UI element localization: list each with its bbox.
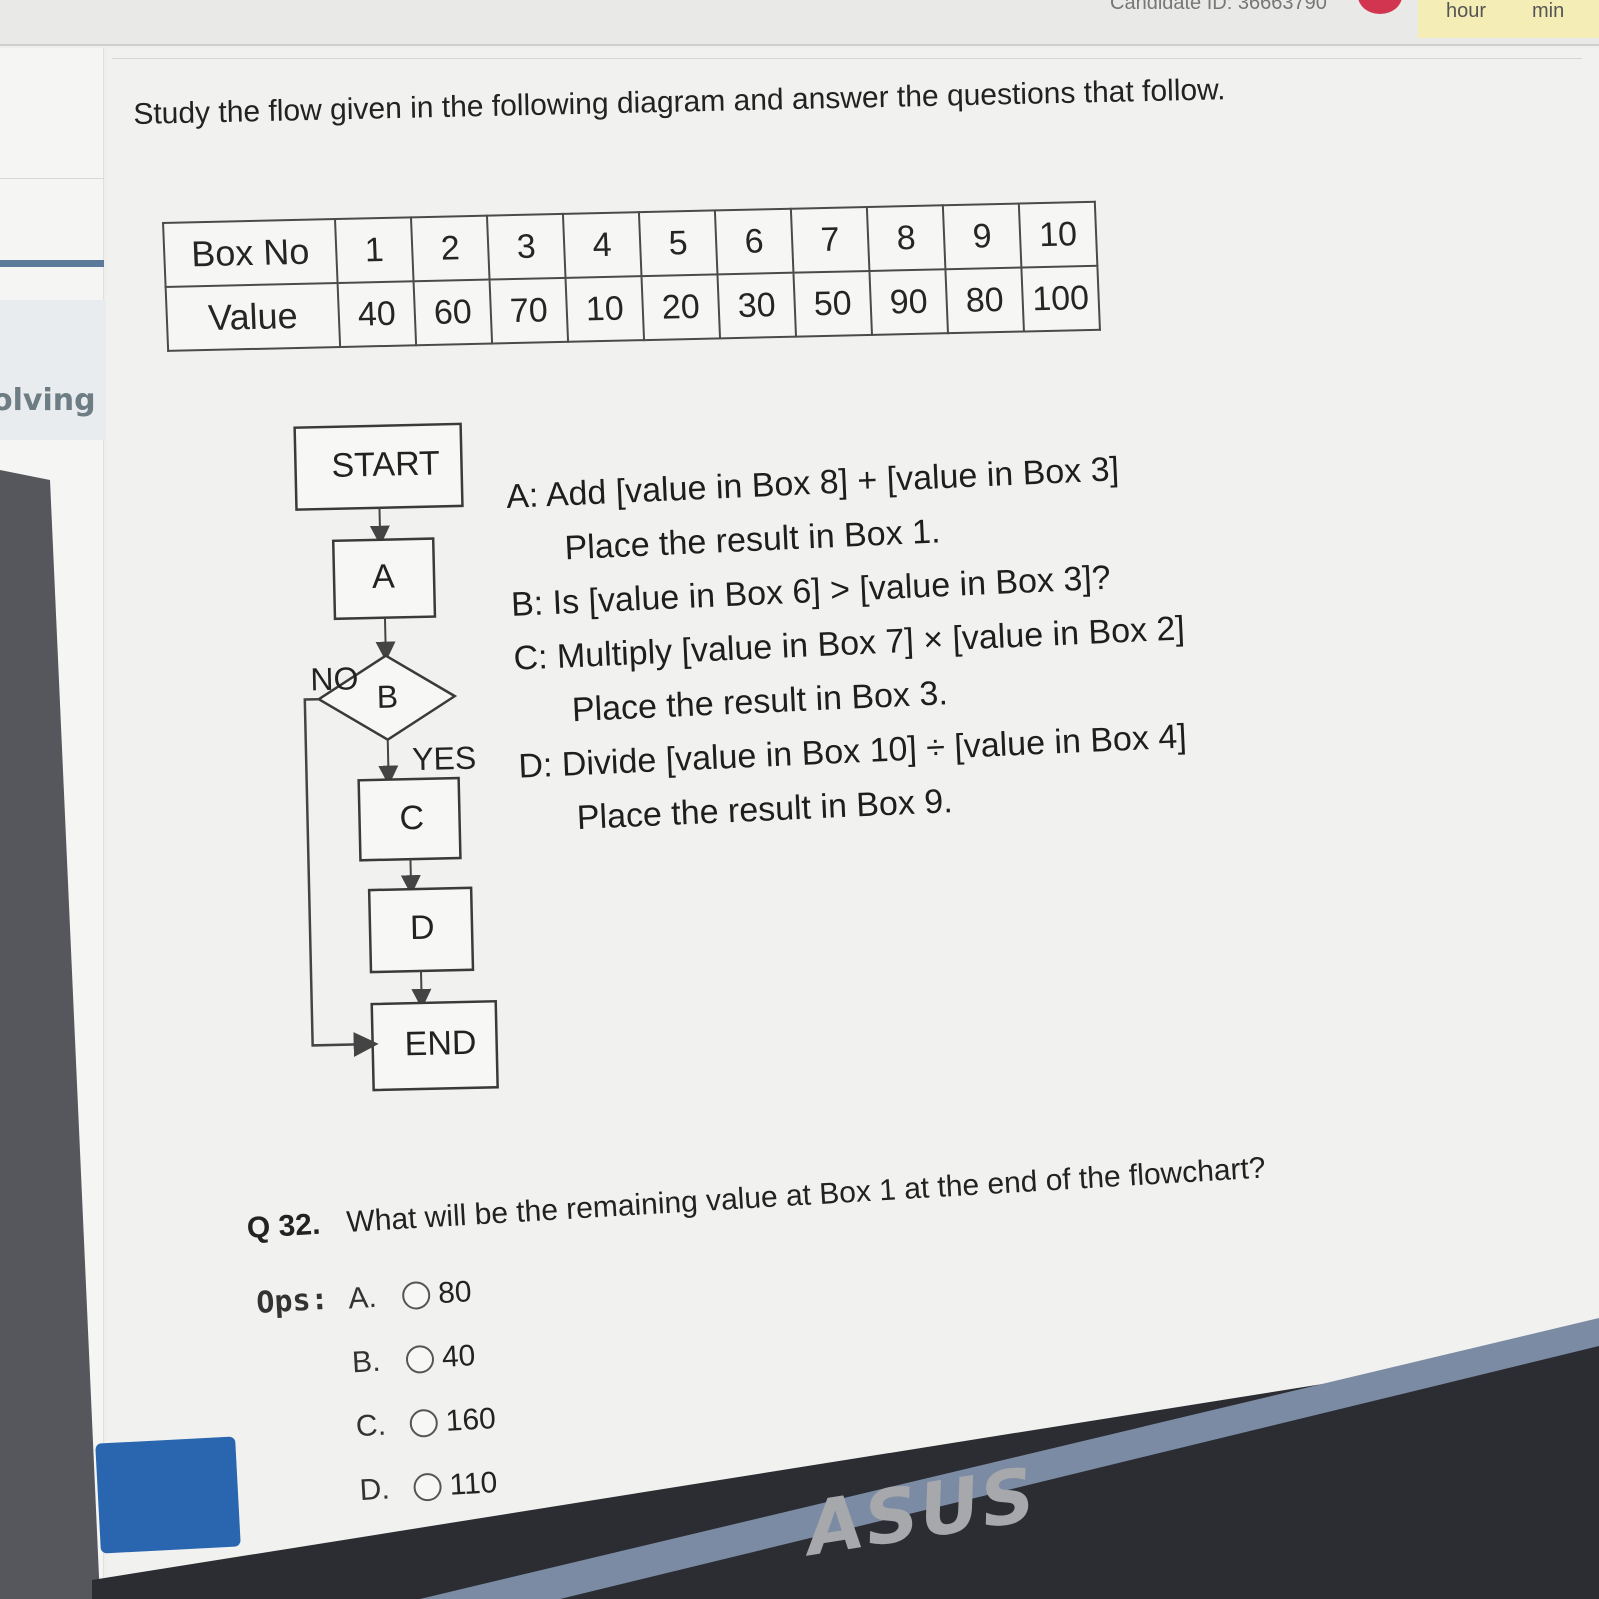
table-cell: 3 [486,213,566,280]
table-cell: 20 [641,274,721,341]
arrow-start-a [369,507,390,546]
navigation-button[interactable] [95,1436,241,1554]
sidebar-divider [0,178,104,179]
start-label: START [331,444,441,485]
timer: hour min [1418,0,1599,38]
end-label: END [404,1023,477,1064]
sidebar-active-bar [0,260,104,267]
table-cell: 70 [489,277,569,344]
table-cell: 2 [410,215,490,282]
yes-label: YES [411,739,477,778]
candidate-id: Candidate ID: 36663790 [1110,0,1327,14]
option-letter: D. [358,1472,391,1508]
b-label: B [376,678,399,715]
sidebar [0,48,104,1599]
table-cell: 60 [413,279,493,346]
table-cell: 8 [866,205,946,271]
option-letter: A. [347,1280,378,1316]
top-bar: Candidate ID: 36663790 hour min [0,0,1599,46]
table-row-header: Box No [163,219,338,287]
radio-button[interactable] [405,1344,435,1375]
no-label: NO [309,660,359,698]
table-cell: 9 [942,203,1022,270]
table-cell: 10 [1018,201,1098,268]
panel-divider [112,58,1582,59]
arrow-no-path [303,697,379,1057]
d-label: D [409,908,436,948]
timer-hour-label: hour [1446,0,1487,22]
flowchart-shapes [293,422,499,1092]
arrow-b-c [378,739,399,786]
a-label: A [371,557,396,596]
status-indicator [1358,0,1402,14]
table-cell: 6 [714,208,794,275]
table-cell: 100 [1021,265,1100,332]
arrow-d-end [411,970,432,1009]
table-row-header: Value [165,283,341,351]
table-cell: 5 [638,210,718,277]
question-number: Q 32. [246,1207,322,1245]
c-label: C [399,798,425,838]
table-cell: 7 [790,207,870,273]
timer-min-label: min [1532,0,1565,22]
option-d[interactable]: D. 110 [358,1458,499,1516]
table-cell: 1 [334,217,414,284]
a-box [331,537,437,621]
flowchart: START A B C D END NO YES [280,380,1176,1120]
table-cell: 10 [565,276,645,342]
options-label: Ops: [255,1281,330,1321]
option-value: 80 [437,1275,473,1311]
table-cell: 4 [562,212,642,278]
arrow-a-b [375,617,396,662]
option-value: 110 [448,1466,499,1502]
table-cell: 40 [337,281,417,347]
table-cell: 50 [793,270,872,337]
table-cell: 90 [869,269,948,335]
radio-button[interactable] [408,1408,439,1439]
table-cell: 80 [945,267,1024,334]
box-value-table: Box No 1 2 3 4 5 6 7 8 9 10 Value 40 60 … [162,200,1101,352]
arrow-c-d [400,859,421,896]
step-descriptions: A: Add [value in Box 8] + [value in Box … [505,440,1193,848]
table-cell: 30 [717,272,797,339]
option-a[interactable]: A. 80 [347,1267,473,1324]
radio-button[interactable] [412,1472,443,1502]
option-value: 160 [444,1401,497,1438]
option-value: 40 [440,1339,477,1375]
option-b[interactable]: B. 40 [351,1331,477,1388]
sidebar-section-label: olving [0,383,96,418]
option-letter: C. [354,1408,387,1444]
radio-button[interactable] [401,1280,432,1311]
option-letter: B. [351,1344,382,1380]
option-c[interactable]: C. 160 [354,1394,497,1452]
